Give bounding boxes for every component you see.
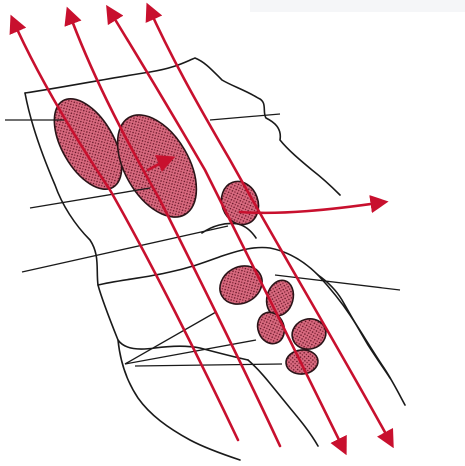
outline-notch <box>202 223 256 238</box>
leader-line-2 <box>30 188 150 208</box>
leader-line-8 <box>135 364 282 366</box>
leader-line-5 <box>275 275 400 290</box>
nucleus-cluster-1 <box>213 258 269 311</box>
tract-1-arrow <box>12 18 238 440</box>
tract-branch-right-arrow <box>240 202 385 213</box>
background-text-bar <box>250 0 465 12</box>
tract-2-arrow <box>68 10 280 446</box>
tract-3-double-arrow <box>108 8 345 452</box>
fiber-tracts <box>12 6 392 452</box>
outline-inner-channel <box>318 275 390 378</box>
background-text-block <box>250 0 465 12</box>
tract-4-double-arrow <box>148 6 392 445</box>
